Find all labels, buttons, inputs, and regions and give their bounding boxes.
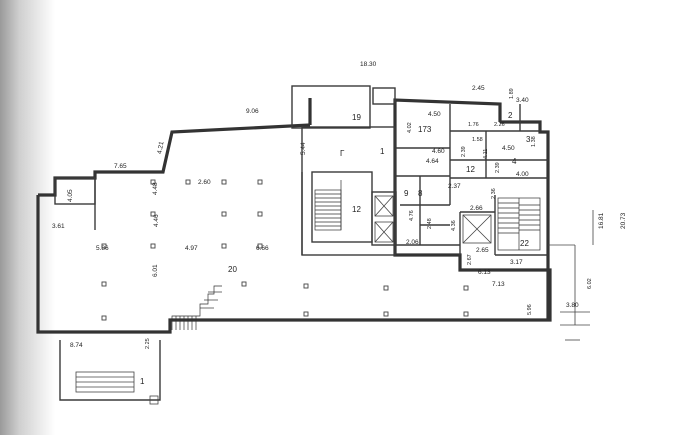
- room-main-hall: 20: [228, 265, 237, 274]
- dim-room-n: 2.36: [491, 188, 497, 199]
- dim-left-wing: 3.61: [52, 223, 65, 230]
- dim-hall-span-a: 5.86: [96, 245, 109, 252]
- dim-room-m-w: 4.00: [516, 171, 529, 178]
- room-corridor: Г: [340, 149, 345, 158]
- room-vestibule: 1: [380, 147, 385, 156]
- dim-room-i-w: 4.64: [426, 158, 439, 165]
- dim-room-e-h: 1.38: [531, 136, 537, 147]
- dim-room-u-w: 2.65: [476, 247, 489, 254]
- dim-bottom-left-b: 2.25: [145, 338, 151, 349]
- dim-room-d-w: 1.58: [472, 137, 483, 143]
- dim-room-o-w: 2.37: [448, 183, 461, 190]
- dim-ext-a: 6.02: [587, 278, 593, 289]
- dim-room-k-h: 4.11: [483, 149, 489, 159]
- dim-slant-wall: 4.21: [156, 141, 165, 155]
- dim-overall-width: 18.30: [360, 61, 377, 68]
- dim-left-top-wall: 9.06: [246, 108, 259, 115]
- dim-room-t-h: 4.36: [451, 220, 457, 231]
- dim-right-lower-b: 5.96: [527, 304, 533, 315]
- dim-hall-span-c: 6.66: [256, 245, 269, 252]
- dim-top-right-b: 3.40: [516, 97, 529, 104]
- dim-left-notch-width: 7.65: [114, 163, 127, 170]
- room-right-a: 2: [508, 111, 513, 120]
- stair-corridor: [314, 180, 342, 231]
- inner-walls: [54, 85, 548, 256]
- stair-hall: [171, 285, 222, 330]
- elevator-shafts: [374, 195, 492, 244]
- columns: [101, 179, 469, 321]
- dimension-lines: [548, 210, 594, 341]
- stair-right: [497, 197, 541, 251]
- dim-room-g-w: 4.60: [432, 148, 445, 155]
- dim-right-lower-a: 7.13: [492, 281, 505, 288]
- dim-left-notch-depth: 4.05: [67, 189, 74, 202]
- room-lower-left: 1: [140, 377, 145, 386]
- dim-room-f-w: 4.50: [502, 145, 515, 152]
- dim-hall-col-span: 4.46: [153, 214, 160, 227]
- dim-room-a-w: 4.50: [428, 111, 441, 118]
- dim-hall-depth-lower: 6.01: [152, 264, 159, 277]
- dim-top-right-a: 2.45: [472, 85, 485, 92]
- dim-bottom-left-a: 8.74: [70, 342, 83, 349]
- room-right-c: 4: [512, 157, 517, 166]
- dim-ext-b: 3.80: [566, 302, 579, 309]
- dim-right-total: 20.73: [620, 212, 627, 229]
- room-stair-right: 22: [520, 239, 529, 248]
- room-top-upper: 173: [418, 125, 432, 134]
- dim-room-q-h: 4.76: [409, 210, 415, 221]
- room-mid: 12: [466, 165, 475, 174]
- dim-room-b-w: 1.76: [468, 122, 479, 128]
- dim-hall-top: 2.60: [198, 179, 211, 186]
- scan-edge-shadow: [0, 0, 55, 435]
- dim-right-depth: 16.81: [598, 212, 605, 229]
- dim-room-s-w: 2.06: [406, 239, 419, 246]
- dim-room-x-w: 6.13: [478, 269, 491, 276]
- dim-corridor-wall: 5.44: [300, 142, 307, 155]
- dim-room-w-w: 3.17: [510, 259, 523, 266]
- dim-room-v-h: 2.67: [467, 254, 473, 265]
- room-stair-hall: 12: [352, 205, 361, 214]
- dim-hall-span-b: 4.97: [185, 245, 198, 252]
- dim-room-r-h: 2.48: [427, 218, 433, 229]
- room-right-b: 3: [526, 135, 531, 144]
- dim-room-p-w: 2.66: [470, 205, 483, 212]
- dim-room-l-h: 2.39: [495, 162, 501, 173]
- dim-hall-depth-upper: 4.48: [152, 182, 159, 195]
- dim-room-h-h: 4.02: [407, 122, 413, 133]
- dim-room-c-w: 2.26: [494, 122, 505, 128]
- dim-room-j-h: 2.39: [461, 146, 467, 157]
- lower-annex: [59, 340, 161, 405]
- dim-top-right-c: 1.89: [509, 88, 515, 99]
- room-small: 9: [404, 189, 409, 198]
- room-top: 19: [352, 113, 361, 122]
- room-small-b: 8: [418, 189, 423, 198]
